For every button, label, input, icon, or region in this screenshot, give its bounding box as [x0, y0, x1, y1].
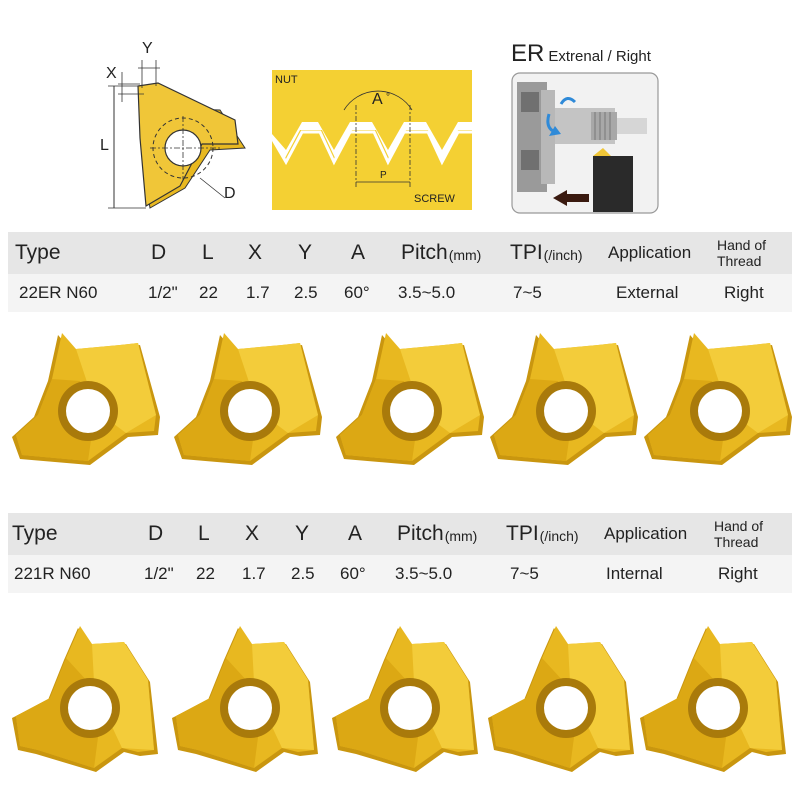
insert-image — [332, 626, 478, 772]
header-tpi: TPI(/inch) — [506, 513, 579, 555]
insert-gallery-internal — [0, 622, 800, 772]
insert-image — [490, 333, 638, 465]
row-hand: Right — [718, 564, 758, 583]
row-d: 1/2" — [144, 564, 174, 583]
header-pitch-label: Pitch — [401, 241, 448, 264]
header-hand-line1: Hand of — [717, 237, 767, 253]
header-x: X — [245, 522, 260, 545]
row-tpi: 7~5 — [513, 283, 542, 302]
label-y: Y — [142, 40, 153, 57]
header-hand-line2: Thread — [714, 534, 759, 550]
header-tpi-unit: (/inch) — [543, 247, 583, 263]
header-x: X — [248, 241, 263, 264]
header-tpi-label: TPI — [506, 522, 539, 545]
insert-image — [644, 333, 792, 465]
label-degree: ° — [386, 92, 390, 103]
insert-gallery-external — [0, 325, 800, 475]
header-y: Y — [298, 241, 313, 264]
header-pitch-label: Pitch — [397, 522, 444, 545]
row-x: 1.7 — [246, 283, 270, 302]
table-header: Type D L X Y A Pitch(mm) TPI(/inch) Appl… — [8, 232, 792, 274]
row-y: 2.5 — [291, 564, 315, 583]
table-row: 221R N60 1/2" 22 1.7 2.5 60° 3.5~5.0 7~5… — [8, 555, 792, 593]
header-hand-line1: Hand of — [714, 518, 764, 534]
row-d: 1/2" — [148, 283, 178, 302]
header-application: Application — [604, 524, 688, 543]
header-type: Type — [12, 522, 58, 545]
header-pitch: Pitch(mm) — [397, 513, 477, 555]
header-hand: Hand of Thread — [714, 513, 763, 555]
row-pitch: 3.5~5.0 — [398, 283, 456, 302]
header-d: D — [151, 241, 167, 264]
label-nut: NUT — [275, 74, 298, 86]
header-a: A — [348, 522, 363, 545]
header-d: D — [148, 522, 164, 545]
row-pitch: 3.5~5.0 — [395, 564, 453, 583]
lathe-illustration — [511, 72, 659, 214]
row-tpi: 7~5 — [510, 564, 539, 583]
table-row: 22ER N60 1/2" 22 1.7 2.5 60° 3.5~5.0 7~5… — [8, 274, 792, 312]
insert-image — [12, 626, 158, 772]
er-subtitle: Extrenal / Right — [548, 48, 651, 65]
header-tpi: TPI(/inch) — [510, 232, 583, 274]
row-type: 22ER N60 — [19, 283, 98, 302]
insert-image — [488, 626, 634, 772]
header-type: Type — [15, 241, 61, 264]
label-l: L — [100, 137, 109, 154]
insert-dimension-diagram: Y X L D — [100, 40, 246, 209]
label-pitch: P — [380, 170, 387, 181]
table-header: Type D L X Y A Pitch(mm) TPI(/inch) Appl… — [8, 513, 792, 555]
spec-table-external: Type D L X Y A Pitch(mm) TPI(/inch) Appl… — [8, 232, 792, 312]
insert-image — [12, 333, 160, 465]
header-tpi-unit: (/inch) — [539, 528, 579, 544]
row-application: Internal — [606, 564, 663, 583]
header-pitch: Pitch(mm) — [401, 232, 481, 274]
row-application: External — [616, 283, 679, 302]
header-y: Y — [295, 522, 310, 545]
spec-table-internal: Type D L X Y A Pitch(mm) TPI(/inch) Appl… — [8, 513, 792, 593]
insert-image — [336, 333, 484, 465]
header-pitch-unit: (mm) — [448, 247, 482, 263]
header-tpi-label: TPI — [510, 241, 543, 264]
header-hand: Hand of Thread — [717, 232, 766, 274]
row-l: 22 — [196, 564, 215, 583]
insert-image — [640, 626, 786, 772]
row-a: 60° — [344, 283, 370, 302]
row-y: 2.5 — [294, 283, 318, 302]
row-l: 22 — [199, 283, 218, 302]
row-hand: Right — [724, 283, 764, 302]
label-screw: SCREW — [414, 193, 456, 205]
insert-image — [172, 626, 318, 772]
label-x: X — [106, 65, 117, 82]
label-angle: A — [372, 91, 383, 108]
header-pitch-unit: (mm) — [444, 528, 478, 544]
header-l: L — [198, 522, 210, 545]
er-title: ER — [511, 40, 545, 67]
label-d: D — [224, 185, 236, 202]
header-l: L — [202, 241, 214, 264]
header-hand-line2: Thread — [717, 253, 762, 269]
header-a: A — [351, 241, 366, 264]
row-a: 60° — [340, 564, 366, 583]
insert-image — [174, 333, 322, 465]
thread-profile-diagram: NUT SCREW A ° P — [272, 70, 472, 210]
row-type: 221R N60 — [14, 564, 91, 583]
row-x: 1.7 — [242, 564, 266, 583]
header-application: Application — [608, 243, 692, 262]
